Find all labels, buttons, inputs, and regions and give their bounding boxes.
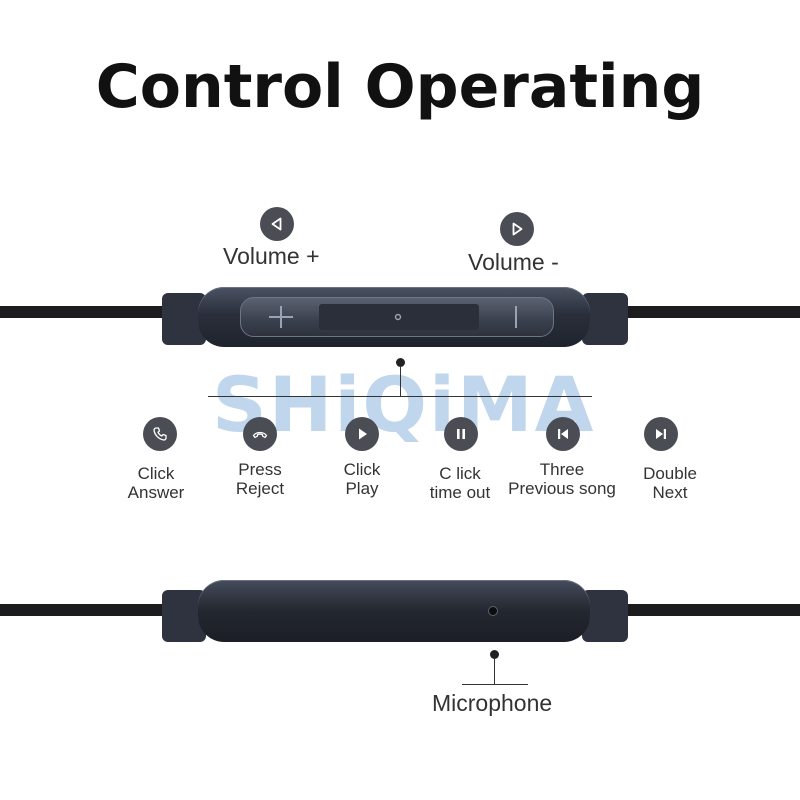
volume-down-label: Volume - <box>468 249 559 275</box>
volume-up-indicator <box>260 207 294 241</box>
play-label-line1: Click <box>343 460 381 479</box>
bottom-remote-body <box>198 580 590 642</box>
pause-label-line2: time out <box>429 483 491 502</box>
reject-label-line1: Press <box>238 460 282 479</box>
answer-label: Click Answer <box>106 464 206 502</box>
next-icon <box>656 429 666 439</box>
top-cable-right <box>620 306 800 318</box>
next-label-line1: Double <box>643 464 697 483</box>
pause-icon <box>457 429 465 439</box>
volume-down-indicator <box>500 212 534 246</box>
previous-label: Three Previous song <box>500 460 624 498</box>
pause-label-line1: C lick <box>439 464 481 483</box>
page-title: Control Operating <box>95 52 705 122</box>
button-pointer-line <box>208 396 592 397</box>
microphone-hole <box>488 606 498 616</box>
button-pointer-dot <box>396 358 405 367</box>
reject-label: Press Reject <box>210 460 310 498</box>
triangle-right-icon <box>512 222 523 236</box>
pause-label: C lick time out <box>410 464 510 502</box>
next-indicator <box>644 417 678 451</box>
microphone-pointer-line-vertical <box>494 658 495 684</box>
volume-up-label: Volume + <box>223 243 320 269</box>
previous-label-line2: Previous song <box>508 479 616 498</box>
answer-label-line1: Click <box>137 464 175 483</box>
triangle-left-icon <box>271 217 282 231</box>
next-label-line2: Next <box>652 483 688 502</box>
play-icon <box>359 428 367 440</box>
button-pointer-line-vertical <box>400 366 401 396</box>
play-label-line2: Play <box>345 479 379 498</box>
top-cable-left <box>0 306 170 318</box>
microphone-pointer-dot <box>490 650 499 659</box>
next-label: Double Next <box>620 464 720 502</box>
play-label: Click Play <box>312 460 412 498</box>
reject-label-line2: Reject <box>235 479 285 498</box>
previous-icon <box>558 429 568 439</box>
answer-label-line2: Answer <box>127 483 185 502</box>
bottom-cable-right <box>620 604 800 616</box>
answer-indicator <box>143 417 177 451</box>
button-bar-details <box>269 304 517 330</box>
volume-button-bar[interactable] <box>240 297 554 337</box>
bottom-cable-left <box>0 604 170 616</box>
play-indicator <box>345 417 379 451</box>
reject-indicator <box>243 417 277 451</box>
previous-label-line1: Three <box>539 460 585 479</box>
pause-indicator <box>444 417 478 451</box>
phone-reject-icon <box>252 431 268 439</box>
microphone-label: Microphone <box>432 690 553 716</box>
microphone-pointer-line <box>462 684 528 685</box>
previous-indicator <box>546 417 580 451</box>
phone-answer-icon <box>153 427 167 441</box>
